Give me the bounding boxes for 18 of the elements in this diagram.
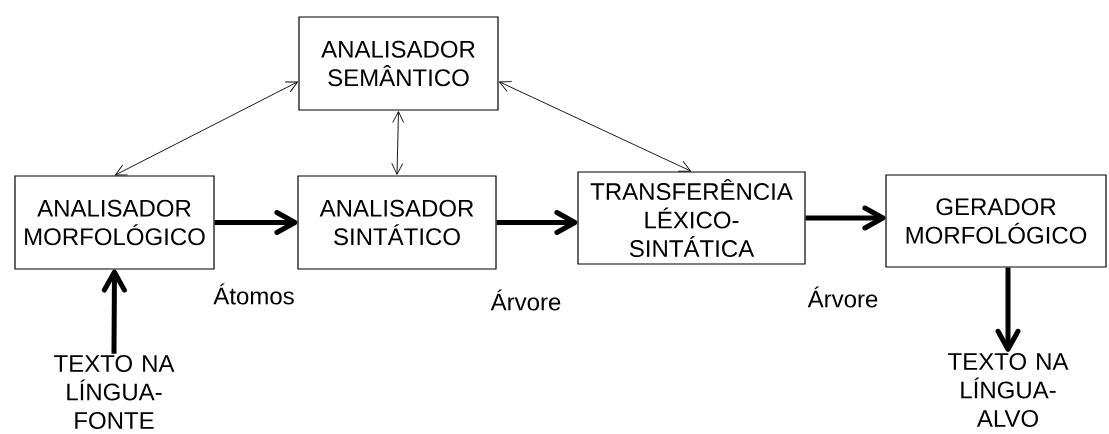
arrow (214, 210, 298, 235)
arrow (101, 269, 127, 354)
edge-label: Árvore (807, 286, 878, 308)
arrow (496, 210, 578, 235)
arrow (499, 81, 692, 172)
edge-label: Átomos (213, 283, 294, 305)
arrow (114, 81, 298, 176)
process-box: TRANSFERÊNCIA LÉXICO-SINTÁTICA (577, 171, 806, 265)
process-box: ANALISADOR SINTÁTICO (297, 175, 497, 270)
process-box: ANALISADOR MORFOLÓGICO (14, 175, 215, 270)
io-text: TEXTO NA LÍNGUA-FONTE (54, 355, 175, 429)
edge-label: Árvore (490, 289, 561, 311)
process-box: ANALISADOR SEMÂNTICO (298, 16, 499, 111)
process-box: GERADOR MORFOLÓGICO (885, 174, 1107, 268)
arrow (391, 111, 405, 175)
arrow (805, 205, 886, 231)
arrow (995, 267, 1021, 352)
io-text: TEXTO NA LÍNGUA-ALVO (948, 353, 1069, 427)
